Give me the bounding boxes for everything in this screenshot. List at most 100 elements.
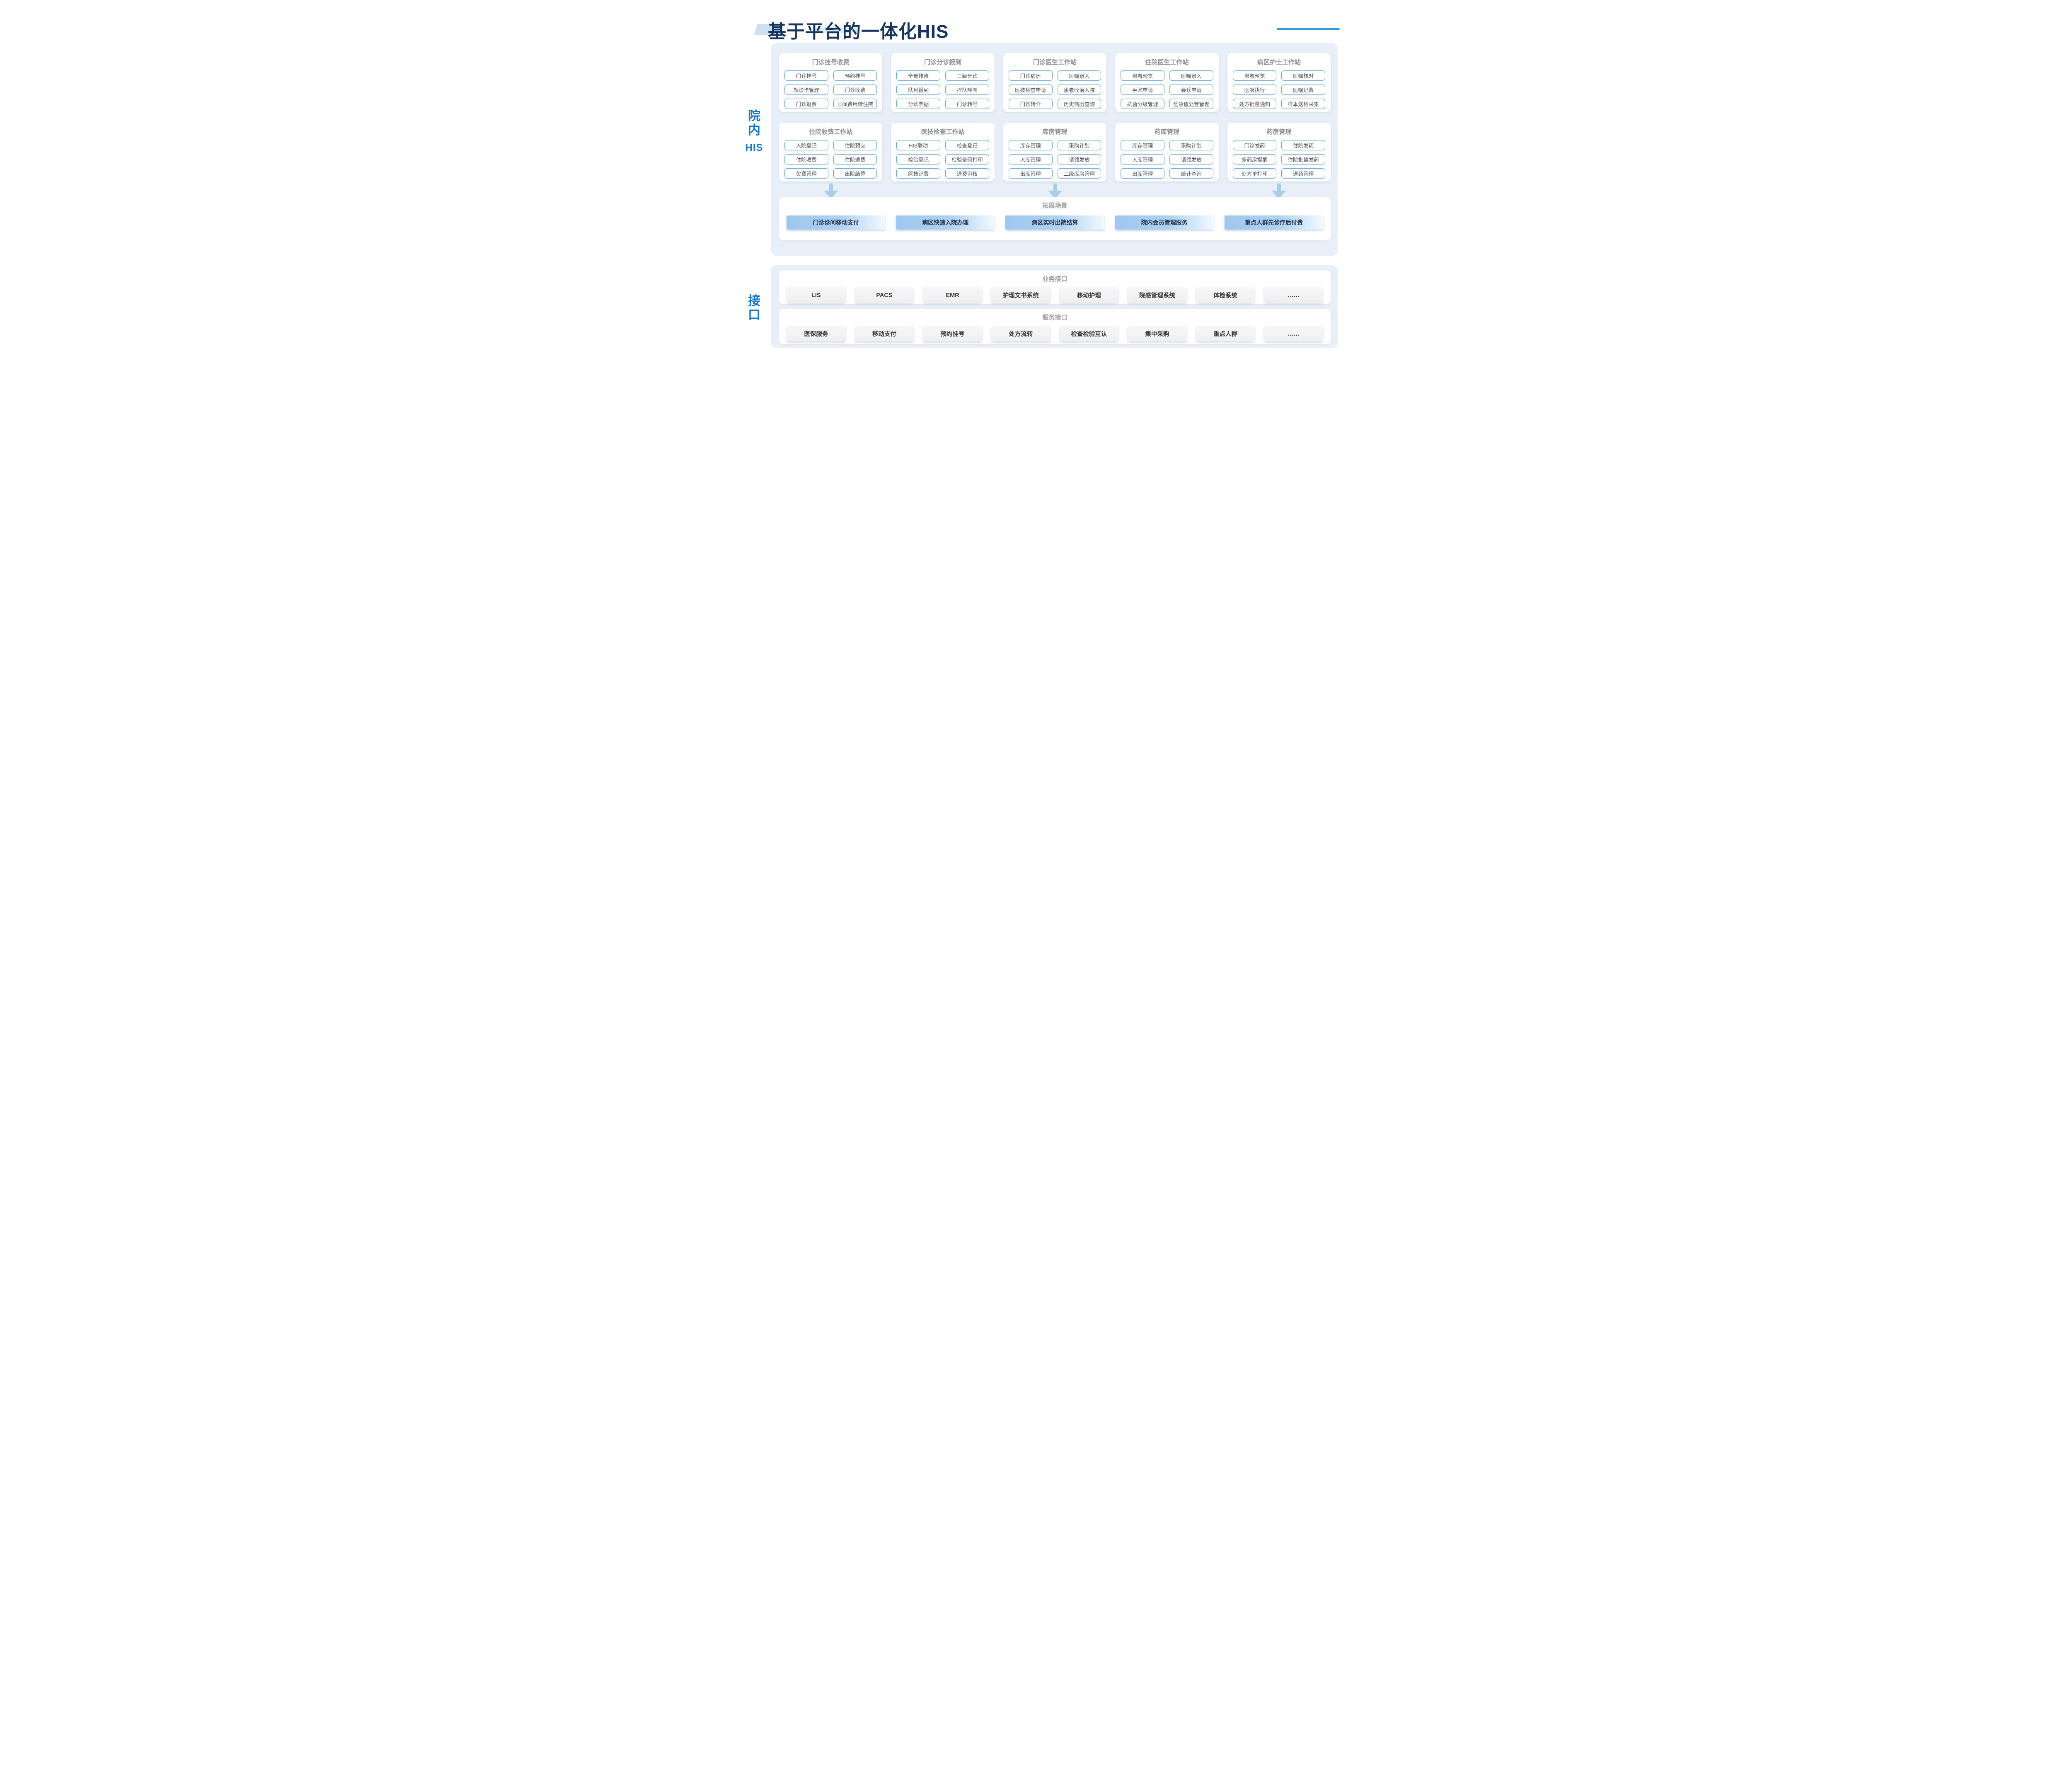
feature-button[interactable]: 医技记费: [896, 168, 941, 179]
feature-button[interactable]: 采购计划: [1057, 140, 1101, 150]
service-interface-title: 服务接口: [1042, 314, 1067, 321]
feature-button[interactable]: 门诊病历: [1008, 70, 1053, 81]
feature-button[interactable]: 医嘱记费: [1281, 85, 1326, 95]
feature-button[interactable]: 退药管理: [1281, 168, 1326, 179]
interface-button[interactable]: 检查检验互认: [1059, 325, 1119, 341]
feature-button[interactable]: 门诊发药: [1232, 140, 1277, 150]
module-card-title: 住院医生工作站: [1145, 59, 1189, 66]
feature-button[interactable]: 入院登记: [784, 140, 828, 150]
feature-button[interactable]: 统计查询: [1169, 168, 1213, 179]
feature-button[interactable]: 历史病历查询: [1057, 99, 1101, 109]
interface-button[interactable]: 集中采购: [1128, 325, 1187, 341]
feature-button[interactable]: 三级分诊: [945, 70, 989, 81]
module-card-title: 病区护士工作站: [1257, 59, 1301, 66]
feature-button[interactable]: 抗菌分级管理: [1121, 99, 1164, 109]
module-card-title: 医技检查工作站: [921, 128, 965, 135]
feature-button[interactable]: 日间费用转住院: [833, 99, 877, 109]
feature-button[interactable]: 门诊挂号: [784, 70, 828, 81]
feature-button[interactable]: 出库管理: [1008, 168, 1053, 179]
feature-button[interactable]: 采购计划: [1169, 140, 1213, 150]
scenario-button[interactable]: 病区快速入院办理: [896, 215, 995, 230]
feature-button[interactable]: 库存管理: [1121, 140, 1164, 150]
interface-button[interactable]: 预约挂号: [923, 325, 982, 341]
feature-button[interactable]: 医嘱录入: [1057, 70, 1101, 81]
feature-button[interactable]: 门诊转号: [945, 99, 989, 109]
feature-button[interactable]: 多药房提醒: [1232, 154, 1277, 164]
feature-button[interactable]: 分诊票据: [896, 99, 941, 109]
section-label-interface: 接口: [745, 294, 763, 322]
module-card: 库房管理库存管理采购计划入库管理请领发放出库管理二级库房管理: [1003, 123, 1107, 181]
feature-button[interactable]: 手术申请: [1121, 85, 1164, 95]
feature-button[interactable]: 门诊退费: [784, 99, 828, 109]
scenario-button[interactable]: 重点人群先诊疗后付费: [1224, 215, 1324, 230]
feature-button[interactable]: 二级库房管理: [1057, 168, 1101, 179]
feature-button[interactable]: 欠费管理: [784, 168, 828, 179]
feature-button[interactable]: HIS联动: [896, 140, 941, 150]
expand-scenarios-title: 拓展场景: [1042, 202, 1067, 209]
module-card-title: 门诊医生工作站: [1033, 59, 1077, 66]
interface-button[interactable]: 移动护理: [1059, 287, 1119, 303]
interface-button[interactable]: 护理文书系统: [991, 287, 1051, 303]
feature-button[interactable]: 入库管理: [1121, 154, 1164, 164]
interface-button[interactable]: 移动支付: [854, 325, 914, 341]
feature-button[interactable]: 队列报到: [896, 85, 941, 95]
feature-button[interactable]: 出库管理: [1121, 168, 1164, 179]
feature-button[interactable]: 就诊卡管理: [784, 85, 828, 95]
module-card-grid: 患者预览医嘱核对医嘱执行医嘱记费处方批量通知样本送检采集: [1227, 66, 1331, 109]
module-card: 病区护士工作站患者预览医嘱核对医嘱执行医嘱记费处方批量通知样本送检采集: [1227, 53, 1331, 112]
module-card: 门诊医生工作站门诊病历医嘱录入医技检查申请患者收治入院门诊转介历史病历查询: [1003, 53, 1107, 112]
feature-button[interactable]: 处方单打印: [1232, 168, 1277, 179]
page-title: 基于平台的一体化HIS: [768, 22, 949, 42]
feature-button[interactable]: 患者预览: [1232, 70, 1277, 81]
feature-button[interactable]: 住院预交: [833, 140, 877, 150]
interface-button[interactable]: 处方流转: [991, 325, 1051, 341]
interface-button[interactable]: PACS: [854, 287, 914, 303]
feature-button[interactable]: 出院结算: [833, 168, 877, 179]
module-card-title: 药房管理: [1266, 128, 1292, 135]
interface-button[interactable]: ……: [1264, 287, 1323, 303]
scenario-button[interactable]: 院内会员管理服务: [1115, 215, 1214, 230]
feature-button[interactable]: 请领发放: [1057, 154, 1101, 164]
feature-button[interactable]: 检验登记: [896, 154, 941, 164]
feature-button[interactable]: 危急值处置管理: [1169, 99, 1213, 109]
feature-button[interactable]: 医嘱录入: [1169, 70, 1213, 81]
feature-button[interactable]: 全景排班: [896, 70, 941, 81]
feature-button[interactable]: 检验条码打印: [945, 154, 989, 164]
feature-button[interactable]: 入库管理: [1008, 154, 1053, 164]
feature-button[interactable]: 患者预览: [1121, 70, 1164, 81]
feature-button[interactable]: 患者收治入院: [1057, 85, 1101, 95]
feature-button[interactable]: 住院发药: [1281, 140, 1326, 150]
module-card-title: 药库管理: [1154, 128, 1179, 135]
feature-button[interactable]: 门诊转介: [1008, 99, 1053, 109]
feature-button[interactable]: 检查登记: [945, 140, 989, 150]
scenario-button[interactable]: 门诊诊间移动支付: [787, 215, 886, 230]
interface-button[interactable]: EMR: [923, 287, 982, 303]
interface-button[interactable]: ……: [1264, 325, 1323, 341]
interface-button[interactable]: 重点人群: [1196, 325, 1255, 341]
feature-button[interactable]: 医嘱执行: [1232, 85, 1277, 95]
feature-button[interactable]: 住院收费: [784, 154, 828, 164]
section-label-his: 院内 HIS: [745, 109, 763, 154]
feature-button[interactable]: 会诊申请: [1169, 85, 1213, 95]
feature-button[interactable]: 医嘱核对: [1281, 70, 1326, 81]
interface-button[interactable]: 体检系统: [1196, 287, 1255, 303]
feature-button[interactable]: 住院批量发药: [1281, 154, 1326, 164]
module-card-title: 库房管理: [1042, 128, 1067, 135]
interface-button[interactable]: LIS: [787, 287, 846, 303]
feature-button[interactable]: 样本送检采集: [1281, 99, 1326, 109]
feature-button[interactable]: 库存管理: [1008, 140, 1053, 150]
interface-button[interactable]: 院感管理系统: [1128, 287, 1187, 303]
feature-button[interactable]: 处方批量通知: [1232, 99, 1277, 109]
interface-button[interactable]: 医保服务: [787, 325, 846, 341]
module-card: 药库管理库存管理采购计划入库管理请领发放出库管理统计查询: [1115, 123, 1219, 181]
feature-button[interactable]: 排队呼叫: [945, 85, 989, 95]
feature-button[interactable]: 住院退费: [833, 154, 877, 164]
service-interface-buttons: 医保服务移动支付预约挂号处方流转检查检验互认集中采购重点人群 ……: [779, 322, 1331, 341]
feature-button[interactable]: 预约挂号: [833, 70, 877, 81]
feature-button[interactable]: 请领发放: [1169, 154, 1213, 164]
scenario-button[interactable]: 病区实时出院结算: [1005, 215, 1104, 230]
feature-button[interactable]: 门诊收费: [833, 85, 877, 95]
feature-button[interactable]: 退费审核: [945, 168, 989, 179]
feature-button[interactable]: 医技检查申请: [1008, 85, 1053, 95]
